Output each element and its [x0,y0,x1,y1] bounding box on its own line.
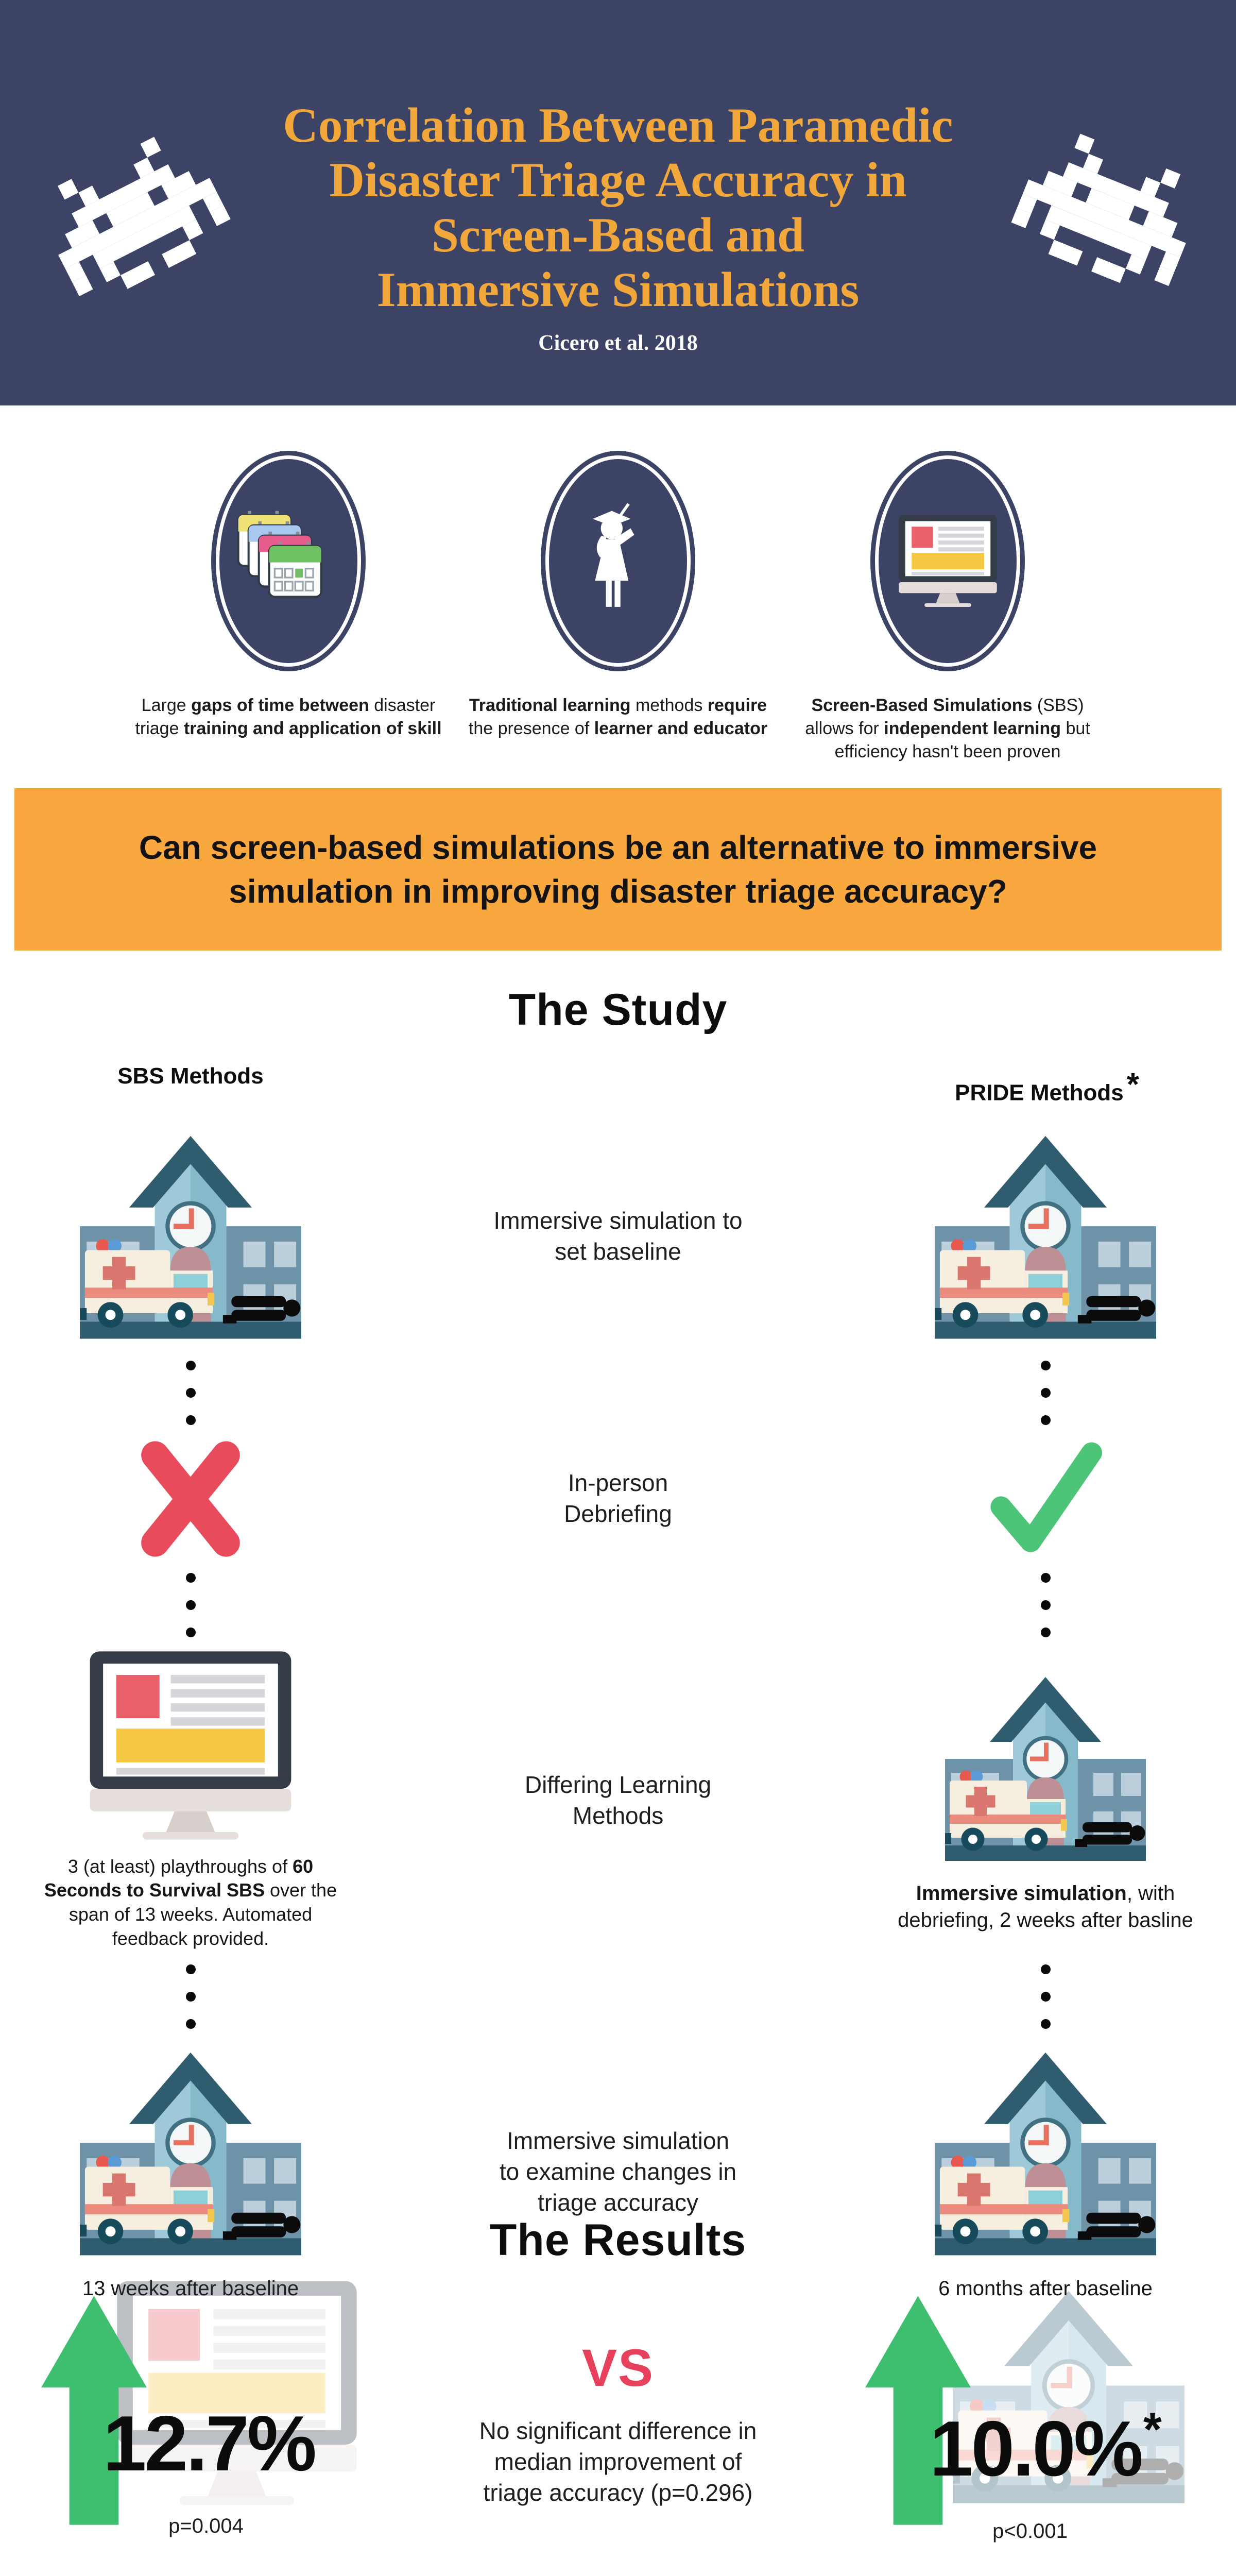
pride-value: 10.0% [930,2405,1143,2493]
study-row-learning: 3 (at least) playthroughs of 60 Seconds … [0,1651,1236,1951]
result-value-sbs: 12.7% [103,2400,317,2487]
dotted-connector [855,1964,1236,2029]
result-value-pride: 10.0%* [930,2403,1162,2494]
results-title: The Results [489,2215,747,2265]
dotted-connector-row [0,1572,1236,1637]
sbs-result: 12.7% p=0.004 [21,2280,391,2561]
study-title: The Study [508,985,728,1035]
dotted-connector-row [0,1964,1236,2029]
intro-item: Screen-Based Simulations (SBS) allows fo… [788,451,1107,788]
calendar-stack-icon [237,510,340,613]
school-building-icon [935,2042,1156,2264]
result-asterisk: * [1143,2403,1162,2456]
oval-badge [211,451,366,671]
school-building-icon [945,1668,1146,1869]
intro-caption: Large gaps of time between disaster tria… [135,696,442,738]
pride-methods-header: PRIDE Methods* [855,1063,1236,1106]
oval-badge [870,451,1025,671]
followup-label: Immersive simulation to examine changes … [499,2127,737,2216]
screen-simulation-icon [895,515,1001,607]
right-followup-caption: 6 months after baseline [938,2277,1153,2300]
intro-item: Large gaps of time between disaster tria… [129,451,448,788]
dotted-connector [0,1964,381,2029]
sbs-playthrough-caption: 3 (at least) playthroughs of 60 Seconds … [44,1855,337,1950]
educator-icon [571,499,666,623]
result-p-sbs: p=0.004 [168,2515,244,2537]
intro-caption: Screen-Based Simulations (SBS) allows fo… [805,696,1090,761]
results-row: 12.7% p=0.004 VS No significant differen… [0,2280,1236,2561]
pride-methods-label: PRIDE Methods [955,1080,1124,1106]
dotted-connector [855,1572,1236,1637]
sbs-methods-header: SBS Methods [117,1063,264,1089]
results-comparison: VS No significant difference in median i… [412,2280,824,2561]
dotted-connector-row [0,1360,1236,1425]
study-row-baseline: Immersive simulation to set baseline [0,1126,1236,1347]
dotted-connector [0,1572,381,1637]
study-row-debriefing: In-person Debriefing [0,1438,1236,1560]
cross-icon [141,1441,240,1557]
school-building-icon [80,2042,301,2264]
intro-item: Traditional learning methods require the… [458,451,778,788]
result-p-pride: p<0.001 [992,2520,1068,2543]
results-comparison-text: No significant difference in median impr… [479,2417,757,2506]
pride-asterisk: * [1126,1067,1139,1103]
results-section: The Results 12.7% p=0.004 VS No signific… [0,2208,1236,2576]
question-banner-wrap: Can screen-based simulations be an alter… [0,788,1236,951]
baseline-label: Immersive simulation to set baseline [493,1207,743,1265]
dotted-connector [855,1360,1236,1425]
check-icon [990,1442,1102,1552]
intro-caption: Traditional learning methods require the… [468,696,768,738]
question-banner: Can screen-based simulations be an alter… [14,788,1222,951]
study-section: The Study SBS Methods PRIDE Methods* Imm… [0,951,1236,2300]
pride-result: 10.0%* p<0.001 [845,2280,1215,2561]
citation-subtitle: Cicero et al. 2018 [538,331,698,355]
dotted-connector [0,1360,381,1425]
vs-label: VS [581,2338,655,2397]
debriefing-label: In-person Debriefing [564,1469,672,1528]
school-building-icon [935,1126,1156,1347]
oval-badge [541,451,695,671]
background-section: Large gaps of time between disaster tria… [0,405,1236,788]
monitor-icon [82,1651,299,1840]
immersive-simulation-caption: Immersive simulation, with debriefing, 2… [898,1882,1193,1932]
school-building-icon [80,1126,301,1347]
question-text: Can screen-based simulations be an alter… [139,829,1097,910]
learning-label: Differing Learning Methods [524,1771,712,1829]
method-headers: SBS Methods PRIDE Methods* [0,1063,1236,1106]
